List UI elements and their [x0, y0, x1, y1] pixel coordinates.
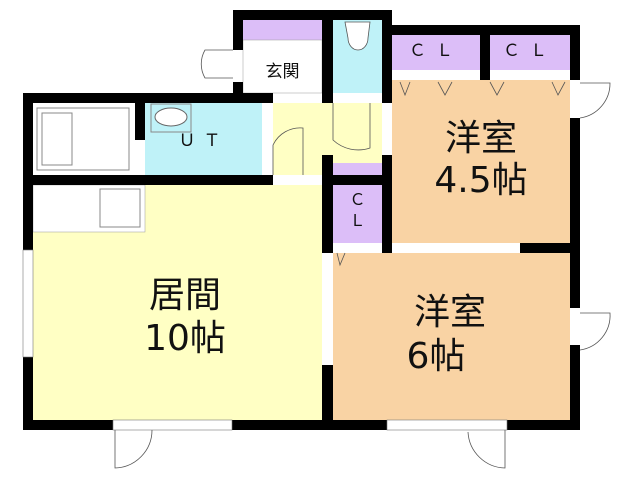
- window-left: [22, 249, 34, 358]
- bathtub: [36, 107, 130, 171]
- room-45-size: 4.5帖: [434, 160, 528, 201]
- closet-2-label: ＣＬ: [503, 41, 557, 61]
- window-bottom-room6: [386, 419, 508, 431]
- bathroom: [33, 103, 135, 175]
- closet-3: [333, 185, 382, 243]
- closet-1-label: ＣＬ: [409, 41, 463, 61]
- door-swings: [114, 49, 611, 469]
- room-6-name: 洋室: [413, 292, 486, 333]
- bathtub-inner: [41, 112, 73, 166]
- closet-3-top: [333, 163, 382, 175]
- living-size: 10帖: [144, 318, 226, 359]
- sink: [150, 103, 192, 133]
- room-6: [333, 253, 570, 420]
- room-6-size: 6帖: [406, 336, 466, 377]
- genkan-closet: [243, 20, 322, 40]
- toilet-icon: [344, 21, 371, 51]
- genkan-label: 玄関: [265, 62, 300, 82]
- living-name: 居間: [148, 275, 221, 316]
- room-45: [392, 80, 570, 243]
- kitchen-sink: [99, 188, 141, 228]
- closet-3-label: Ｃ Ｌ: [349, 190, 366, 230]
- closet-1: [392, 35, 480, 70]
- room-45-name: 洋室: [444, 118, 517, 159]
- closet-2: [490, 35, 570, 70]
- ut-label: ＵＴ: [178, 131, 229, 151]
- window-bottom-living: [112, 419, 233, 431]
- sink-basin-icon: [154, 107, 188, 127]
